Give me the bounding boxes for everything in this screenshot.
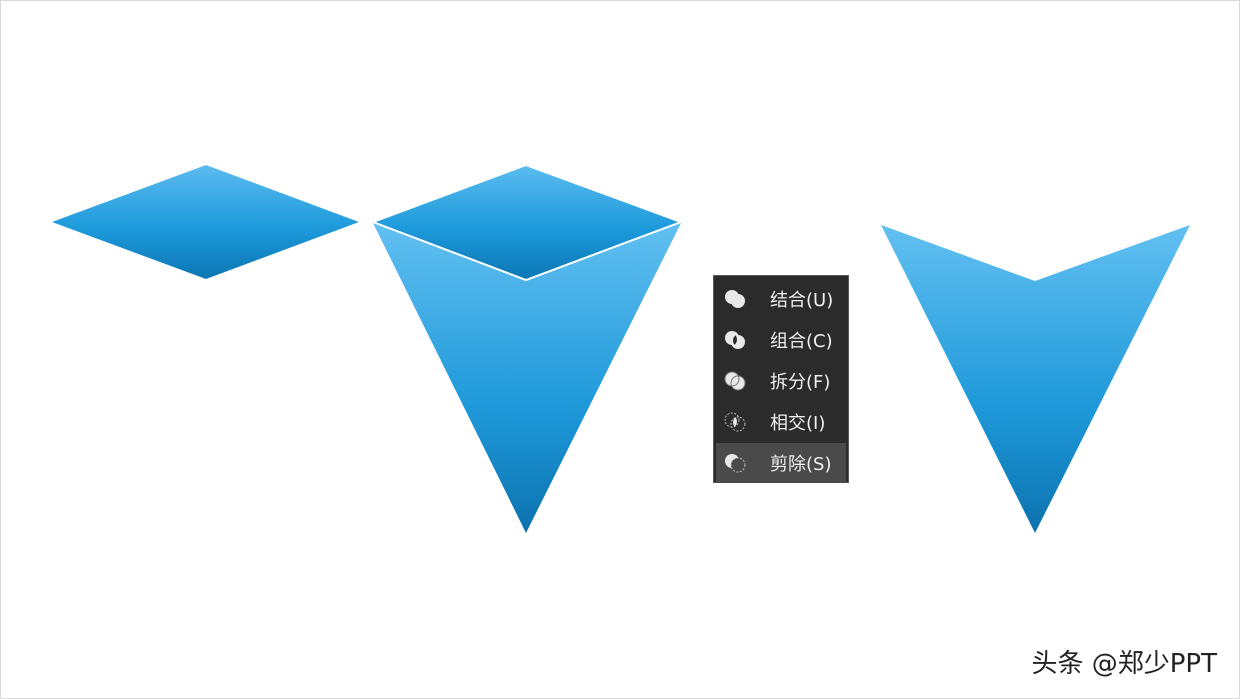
menu-item-intersect[interactable]: 相交(I)	[716, 402, 846, 442]
overlay-diamond-shape[interactable]	[370, 163, 684, 282]
combine-icon	[722, 328, 748, 352]
menu-item-union[interactable]: 结合(U)	[716, 279, 846, 319]
menu-item-subtract[interactable]: 剪除(S)	[716, 443, 846, 483]
intersect-icon	[722, 410, 748, 434]
subtracted-arrow-shape[interactable]	[881, 225, 1190, 533]
union-icon	[722, 287, 748, 311]
menu-item-label: 相交(I)	[770, 413, 826, 434]
triangle-shape[interactable]	[373, 223, 681, 533]
fragment-icon	[722, 369, 748, 393]
diamond-shape[interactable]	[52, 165, 359, 279]
menu-item-label: 结合(U)	[770, 290, 834, 311]
watermark-text: 头条 @郑少PPT	[1031, 649, 1217, 679]
menu-item-label: 组合(C)	[770, 331, 833, 352]
menu-item-fragment[interactable]: 拆分(F)	[716, 361, 846, 401]
menu-item-combine[interactable]: 组合(C)	[716, 320, 846, 360]
subtract-icon	[722, 451, 748, 475]
merge-shapes-menu: 结合(U) 组合(C) 拆分(F)	[713, 275, 849, 483]
menu-item-label: 剪除(S)	[770, 454, 832, 475]
menu-item-label: 拆分(F)	[770, 372, 831, 393]
